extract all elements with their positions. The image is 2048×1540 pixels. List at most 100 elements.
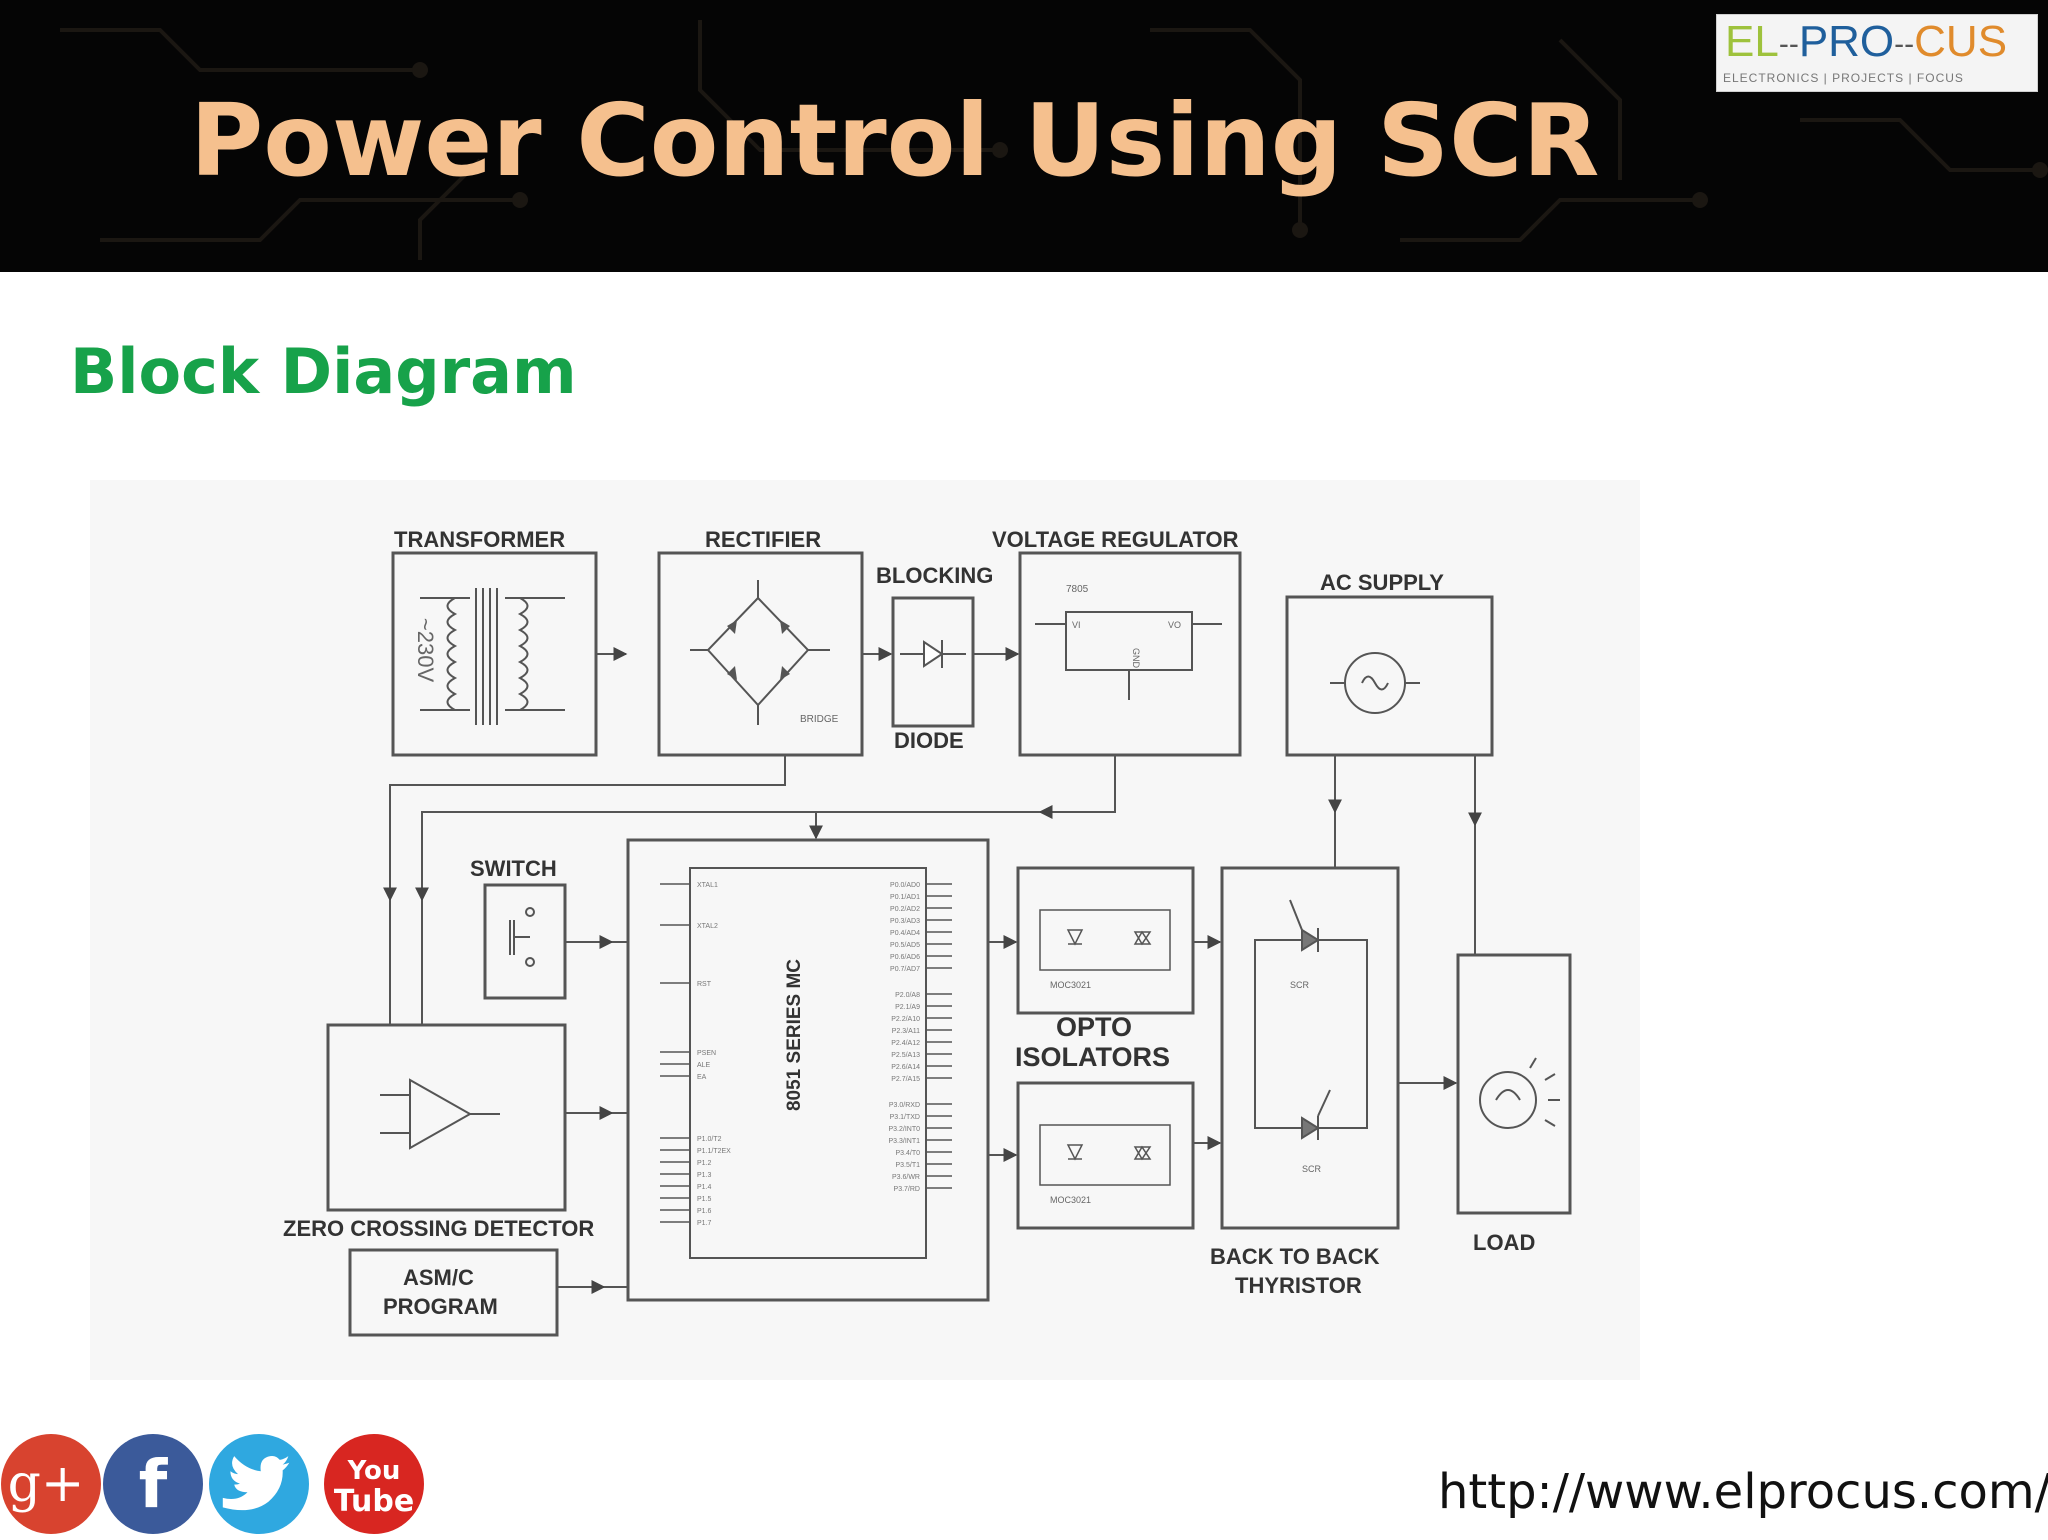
rectifier-label: RECTIFIER (705, 527, 821, 552)
switch-block (483, 883, 567, 1000)
opamp-symbol (380, 1078, 500, 1150)
rectifier-part-label: BRIDGE (800, 714, 839, 725)
pcb-background-pattern (60, 20, 2048, 260)
ac-supply-block (1285, 595, 1494, 757)
load-label: LOAD (1473, 1230, 1535, 1255)
opto-label-top: OPTO (1056, 1012, 1132, 1042)
youtube-icon[interactable]: You Tube (323, 1433, 425, 1535)
mcu-pin-label: P0.4/AD4 (890, 930, 920, 937)
logo-wordmark: EL--PRO--CUS (1725, 17, 2008, 66)
mcu-pin-label: P0.6/AD6 (890, 954, 920, 961)
mcu-pin-label: P0.3/AD3 (890, 918, 920, 925)
switch-label: SWITCH (470, 856, 557, 881)
transformer-symbol (420, 588, 565, 725)
transformer-voltage-label: ~230V (413, 618, 438, 683)
mcu-pin-label: P2.1/A9 (895, 1004, 920, 1011)
blocking-diode-symbol (900, 640, 966, 668)
mcu-pin-label: P0.0/AD0 (890, 882, 920, 889)
mcu-pin-label: XTAL2 (697, 923, 718, 930)
block-diagram-svg: ~230V BRIDGE 7805 VI VO GND XTAL1XTAL2RS… (283, 527, 1572, 1337)
opto-isolator-block-1 (1016, 866, 1195, 1015)
mcu-pin-label: P0.1/AD1 (890, 894, 920, 901)
thyristor-label-line1: BACK TO BACK (1210, 1244, 1380, 1269)
twitter-icon[interactable] (208, 1433, 310, 1535)
transformer-label: TRANSFORMER (394, 527, 565, 552)
lamp-symbol (1479, 1057, 1560, 1129)
regulator-pin-gnd: GND (1131, 648, 1141, 669)
opto-isolator-symbols (1039, 909, 1171, 1186)
microcontroller-block (626, 838, 990, 1302)
mcu-pin-label: P3.6/WR (892, 1174, 920, 1181)
mcu-pin-label: P0.7/AD7 (890, 966, 920, 973)
voltage-regulator-label: VOLTAGE REGULATOR (992, 527, 1239, 552)
mcu-pin-label: P2.0/A8 (895, 992, 920, 999)
mcu-pin-label: P1.2 (697, 1160, 712, 1167)
mcu-pin-label: P2.4/A12 (891, 1040, 920, 1047)
blocking-diode-block (891, 596, 975, 728)
elprocus-logo[interactable]: EL--PRO--CUS ELECTRONICS | PROJECTS | FO… (1716, 14, 2038, 92)
mcu-pin-label: P3.4/T0 (895, 1150, 920, 1157)
mcu-pin-label: ALE (697, 1062, 711, 1069)
scr-symbols (1289, 899, 1331, 1140)
regulator-pin-out: VO (1168, 620, 1181, 630)
zero-crossing-detector-label: ZERO CROSSING DETECTOR (283, 1216, 594, 1241)
zero-crossing-detector-block (326, 1023, 567, 1212)
svg-text:f: f (139, 1446, 169, 1523)
program-label-line1: ASM/C (403, 1265, 474, 1290)
mcu-pin-label: P3.5/T1 (895, 1162, 920, 1169)
website-url-link[interactable]: http://www.elprocus.com/ (1438, 1464, 2048, 1520)
mcu-pin-label: PSEN (697, 1050, 716, 1057)
regulator-part-label: 7805 (1066, 584, 1089, 595)
program-label-line2: PROGRAM (383, 1294, 498, 1319)
mcu-pin-label: P0.5/AD5 (890, 942, 920, 949)
mcu-pin-label: P2.6/A14 (891, 1064, 920, 1071)
section-title: Block Diagram (70, 335, 577, 408)
mcu-pin-label: P0.2/AD2 (890, 906, 920, 913)
facebook-icon[interactable]: f (102, 1433, 204, 1535)
mcu-pin-label: P2.3/A11 (892, 1028, 920, 1035)
opto-part-label-1: MOC3021 (1050, 980, 1091, 990)
mcu-pin-label: P3.1/TXD (890, 1114, 920, 1121)
bridge-rectifier-symbol (690, 580, 830, 725)
mcu-pin-label: P1.6 (697, 1208, 712, 1215)
google-plus-icon[interactable]: g+ (0, 1433, 102, 1535)
regulator-pin-in: VI (1072, 620, 1081, 630)
mcu-pin-label: P2.5/A13 (891, 1052, 920, 1059)
load-block (1456, 953, 1572, 1215)
push-switch-symbol (509, 907, 535, 967)
mcu-pin-label: XTAL1 (697, 882, 718, 889)
mcu-pin-label: P1.0/T2 (697, 1136, 722, 1143)
mcu-pin-label: P1.3 (697, 1172, 712, 1179)
blocking-diode-label-bottom: DIODE (894, 728, 964, 753)
svg-text:You: You (347, 1456, 401, 1486)
svg-text:Tube: Tube (334, 1484, 414, 1519)
opto-isolator-block-2 (1016, 1081, 1195, 1230)
mcu-pin-label: P1.7 (697, 1220, 712, 1227)
ac-source-symbol (1330, 652, 1420, 714)
mcu-pin-label: EA (697, 1074, 707, 1081)
mcu-right-pins: P0.0/AD0P0.1/AD1P0.2/AD2P0.3/AD3P0.4/AD4… (888, 882, 952, 1193)
header-band: Power Control Using SCR EL--PRO--CUS ELE… (0, 0, 2048, 272)
mcu-pin-label: P2.7/A15 (891, 1076, 920, 1083)
opto-part-label-2: MOC3021 (1050, 1195, 1091, 1205)
ac-supply-label: AC SUPPLY (1320, 570, 1444, 595)
program-block (348, 1248, 559, 1337)
regulator-ic-symbol (1035, 611, 1222, 700)
page-title: Power Control Using SCR (190, 82, 1600, 199)
logo-tagline: ELECTRONICS | PROJECTS | FOCUS (1723, 71, 1964, 85)
mcu-pin-label: P1.1/T2EX (697, 1148, 731, 1155)
mcu-pin-label: P1.4 (697, 1184, 712, 1191)
mcu-pin-label: RST (697, 981, 712, 988)
bridge-diodes (727, 620, 790, 680)
mcu-pin-label: P1.5 (697, 1196, 712, 1203)
thyristor-block (1220, 866, 1400, 1230)
mcu-pin-label: P3.0/RXD (889, 1102, 920, 1109)
voltage-regulator-block (1018, 551, 1242, 757)
blocking-diode-label-top: BLOCKING (876, 563, 993, 588)
thyristor-label-line2: THYRISTOR (1235, 1273, 1362, 1298)
mcu-pin-label: P2.2/A10 (891, 1016, 920, 1023)
mcu-pin-label: P3.3/INT1 (888, 1138, 920, 1145)
svg-text:g+: g+ (8, 1454, 85, 1514)
